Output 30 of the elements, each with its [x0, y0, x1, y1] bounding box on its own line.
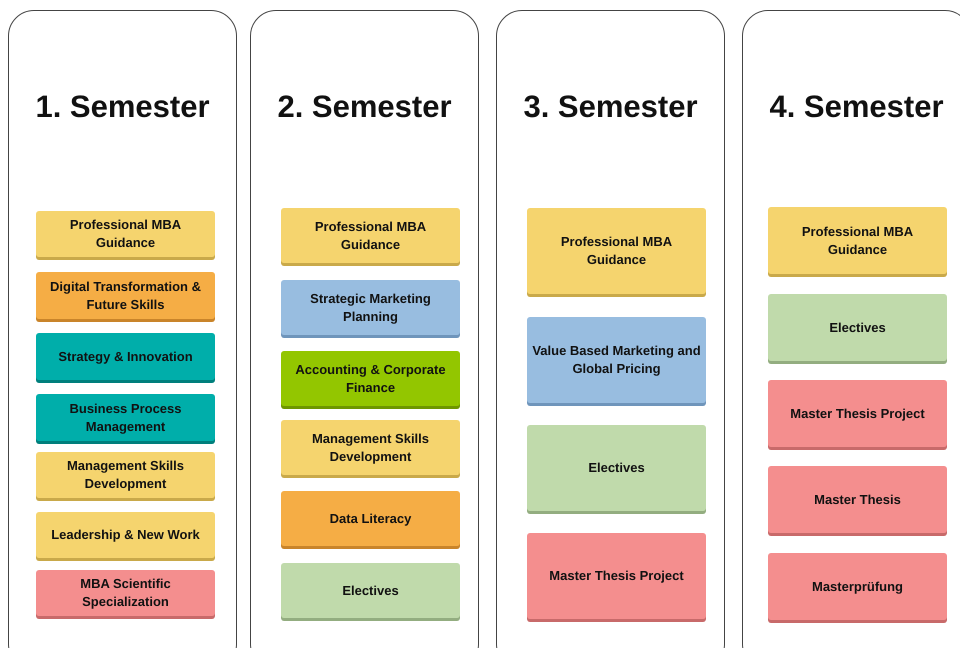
module-box: Masterprüfung	[768, 553, 947, 620]
module-box: Value Based Marketing and Global Pricing	[527, 317, 706, 403]
module-box: MBA Scientific Specialization	[36, 570, 215, 616]
module-box: Strategy & Innovation	[36, 333, 215, 380]
module-box: Master Thesis Project	[768, 380, 947, 447]
module-box: Electives	[527, 425, 706, 511]
module-box: Electives	[281, 563, 460, 618]
module-box: Professional MBA Guidance	[281, 208, 460, 263]
module-box: Data Literacy	[281, 491, 460, 546]
module-box: Master Thesis Project	[527, 533, 706, 619]
module-box: Management Skills Development	[36, 452, 215, 498]
semester-panel	[250, 10, 479, 648]
semester-heading: 1. Semester	[34, 88, 211, 126]
module-box: Professional MBA Guidance	[527, 208, 706, 294]
semester-heading: 3. Semester	[522, 88, 699, 126]
module-box: Electives	[768, 294, 947, 361]
module-box: Business Process Management	[36, 394, 215, 441]
semester-panel	[742, 10, 960, 648]
module-box: Strategic Marketing Planning	[281, 280, 460, 335]
module-box: Management Skills Development	[281, 420, 460, 475]
semester-heading: 2. Semester	[276, 88, 453, 126]
module-box: Accounting & Corporate Finance	[281, 351, 460, 406]
semester-heading: 4. Semester	[768, 88, 945, 126]
semester-panel	[496, 10, 725, 648]
module-box: Digital Transformation & Future Skills	[36, 272, 215, 319]
module-box: Master Thesis	[768, 466, 947, 533]
module-box: Professional MBA Guidance	[768, 207, 947, 274]
module-box: Professional MBA Guidance	[36, 211, 215, 257]
module-box: Leadership & New Work	[36, 512, 215, 558]
semester-panel	[8, 10, 237, 648]
